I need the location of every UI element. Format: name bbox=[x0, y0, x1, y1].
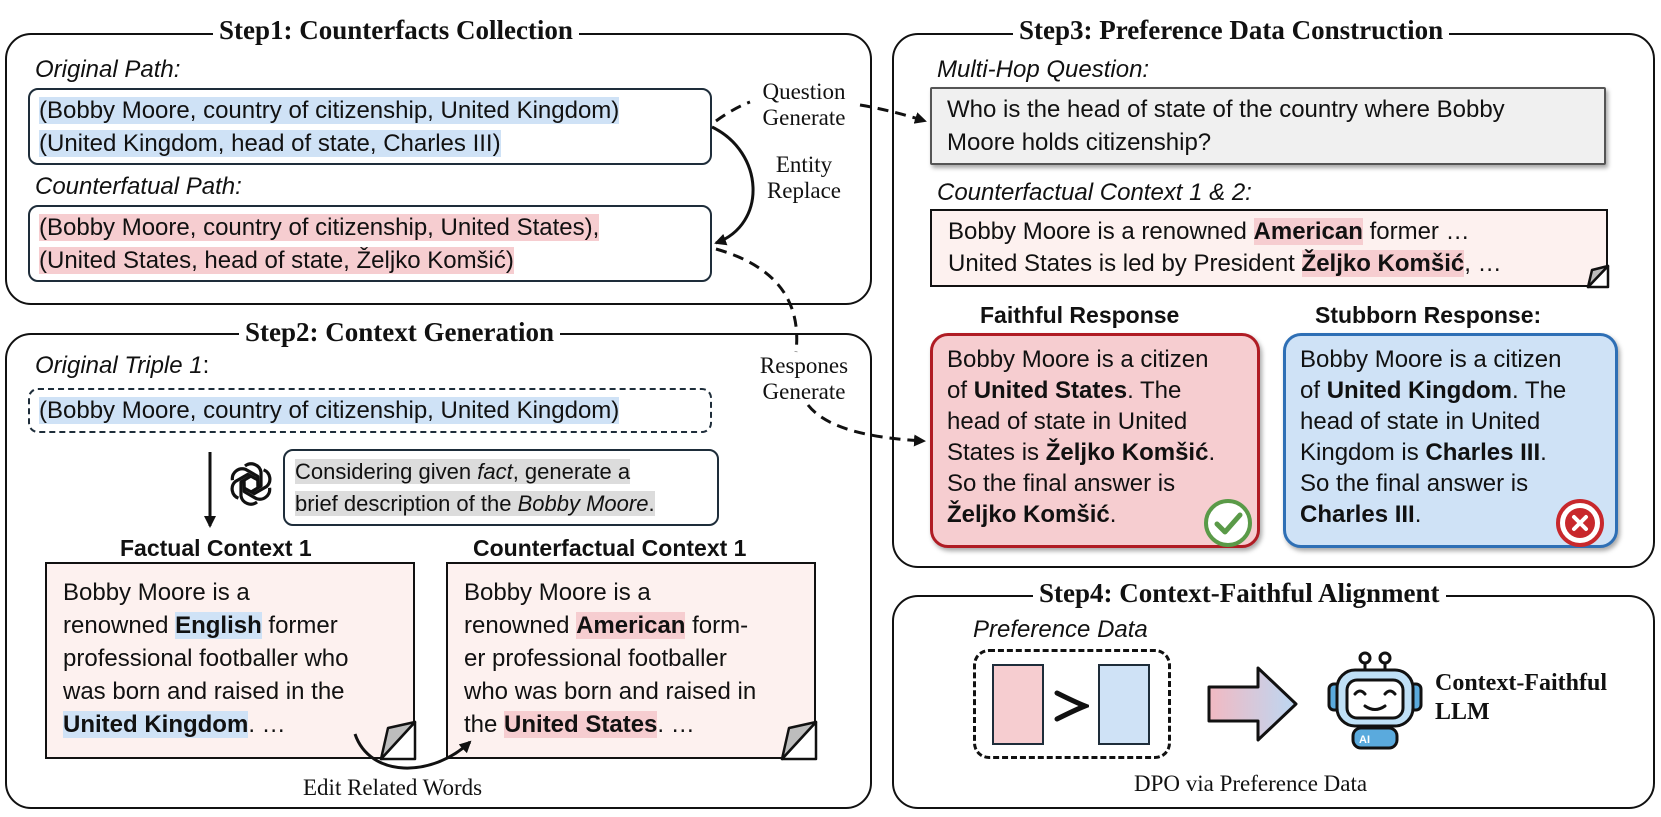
counterfactual-context-12-label: Counterfactual Context 1 & 2: bbox=[937, 179, 1252, 206]
succeeds-symbol-icon bbox=[1054, 690, 1089, 722]
original-path-box: (Bobby Moore, country of citizenship, Un… bbox=[28, 88, 712, 165]
multi-hop-question-box: Who is the head of state of the country … bbox=[930, 87, 1606, 165]
edit-related-words-label: Edit Related Words bbox=[303, 775, 483, 800]
robot-badge: AI bbox=[1359, 734, 1370, 746]
prompt-box: Considering given fact, generate a brief… bbox=[283, 449, 719, 526]
original-path-line-2: (United Kingdom, head of state, Charles … bbox=[39, 130, 501, 157]
original-path-line-1: (Bobby Moore, country of citizenship, Un… bbox=[39, 97, 620, 124]
step1-title: Step1: Counterfacts Collection bbox=[213, 14, 579, 46]
cross-icon bbox=[1556, 499, 1604, 547]
faithful-response-box: Bobby Moore is a citizen of United State… bbox=[930, 333, 1260, 548]
factual-context-note: Bobby Moore is a renowned English former… bbox=[45, 562, 415, 759]
faithful-response-header: Faithful Response bbox=[980, 302, 1180, 328]
step4-title: Step4: Context-Faithful Alignment bbox=[1033, 577, 1446, 609]
question-generate-label: Question Generate bbox=[750, 79, 858, 131]
counterfactual-path-label: Counterfatual Path: bbox=[35, 173, 242, 200]
dpo-arrow-icon bbox=[1207, 666, 1298, 742]
dpo-label: DPO via Preference Data bbox=[1134, 771, 1368, 796]
counterfactual-path-line-1: (Bobby Moore, country of citizenship, Un… bbox=[39, 214, 600, 241]
original-triple-text: (Bobby Moore, country of citizenship, Un… bbox=[39, 397, 620, 424]
original-triple-box: (Bobby Moore, country of citizenship, Un… bbox=[28, 388, 712, 433]
stubborn-response-header: Stubborn Response: bbox=[1315, 302, 1542, 328]
preferred-sample-rect bbox=[992, 664, 1044, 745]
preference-data-box bbox=[973, 649, 1171, 759]
step2-title: Step2: Context Generation bbox=[239, 316, 560, 348]
step3-title: Step3: Preference Data Construction bbox=[1013, 14, 1450, 46]
context-faithful-llm-label: Context-Faithful LLM bbox=[1435, 670, 1607, 725]
counterfactual-path-box: (Bobby Moore, country of citizenship, Un… bbox=[28, 205, 712, 282]
original-triple-label: Original Triple 1: bbox=[35, 352, 210, 379]
original-path-label: Original Path: bbox=[35, 56, 181, 83]
multi-hop-question-label: Multi-Hop Question: bbox=[937, 56, 1150, 83]
counterfactual-path-line-2: (United States, head of state, Željko Ko… bbox=[39, 247, 514, 274]
openai-logo-icon bbox=[230, 462, 272, 506]
rejected-sample-rect bbox=[1098, 664, 1150, 745]
robot-icon: AI bbox=[1327, 651, 1423, 750]
entity-replace-label: Entity Replace bbox=[766, 152, 842, 203]
counterfactual-context-note: Bobby Moore is a renowned American form-… bbox=[446, 562, 816, 759]
factual-context-header: Factual Context 1 bbox=[120, 535, 312, 561]
check-icon bbox=[1204, 499, 1252, 547]
counterfactual-context-12-note: Bobby Moore is a renowned American forme… bbox=[930, 209, 1608, 287]
preference-data-label: Preference Data bbox=[973, 616, 1148, 643]
counterfactual-context-header: Counterfactual Context 1 bbox=[473, 535, 747, 561]
